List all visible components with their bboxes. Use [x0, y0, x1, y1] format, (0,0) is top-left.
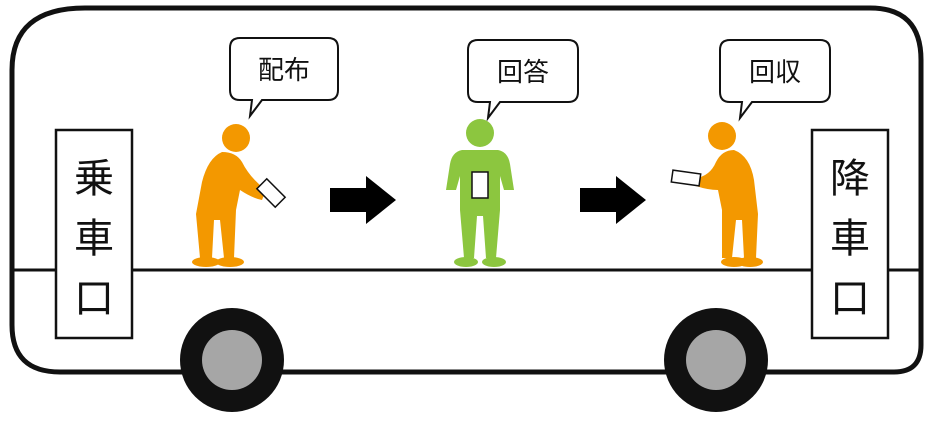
person-distributor — [192, 124, 266, 267]
person-collector — [696, 122, 763, 267]
alighting-door-char-1: 降 — [830, 156, 870, 202]
step-label-distribute: 配布 — [258, 56, 310, 86]
step-label-answer: 回答 — [497, 58, 549, 88]
boarding-door-char-2: 車 — [74, 216, 114, 262]
flow-arrow-2 — [580, 176, 646, 224]
speech-bubble-collect: 回収 — [719, 39, 831, 122]
paper-distribute — [255, 177, 287, 209]
speech-bubble-distribute: 配布 — [229, 37, 339, 120]
rear-wheel — [664, 308, 768, 412]
boarding-door: 乗 車 口 — [54, 128, 134, 340]
alighting-door: 降 車 口 — [810, 128, 890, 340]
paper-collect — [670, 169, 702, 187]
speech-bubble-answer: 回答 — [467, 39, 579, 122]
paper-answer — [471, 171, 489, 199]
alighting-door-char-3: 口 — [830, 276, 870, 322]
person-respondent — [446, 119, 514, 267]
alighting-door-char-2: 車 — [830, 216, 870, 262]
flow-arrow-1 — [330, 176, 396, 224]
front-wheel — [180, 308, 284, 412]
boarding-door-char-1: 乗 — [74, 156, 114, 202]
step-label-collect: 回収 — [749, 58, 801, 88]
boarding-door-char-3: 口 — [74, 276, 114, 322]
